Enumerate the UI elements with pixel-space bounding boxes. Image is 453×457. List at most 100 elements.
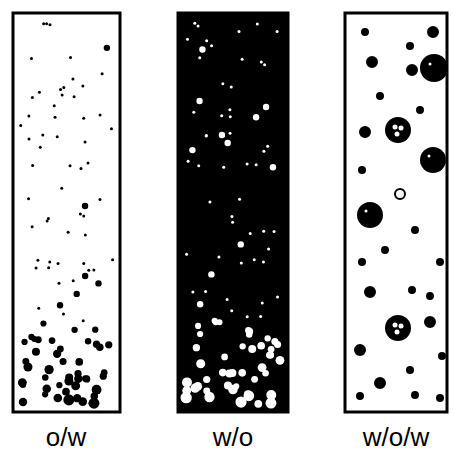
water-droplet <box>238 30 241 33</box>
oil-droplet <box>53 104 56 107</box>
oil-droplet <box>37 307 40 310</box>
water-droplet <box>259 315 262 318</box>
droplet <box>412 392 418 398</box>
water-droplet <box>238 241 244 247</box>
oil-droplet <box>32 348 40 356</box>
oil-droplet <box>69 164 72 167</box>
water-droplet <box>229 132 232 135</box>
oil-droplet <box>79 212 82 215</box>
droplet <box>428 27 438 37</box>
droplet <box>357 393 363 399</box>
water-droplet <box>225 370 233 378</box>
droplet <box>377 93 383 99</box>
oil-in-water-panel <box>13 13 120 412</box>
oil-droplet <box>21 339 27 345</box>
water-droplet <box>220 114 223 117</box>
droplet <box>359 259 365 265</box>
oil-droplet <box>38 91 41 94</box>
droplet <box>437 395 443 401</box>
oil-droplet <box>101 369 108 376</box>
water-droplet <box>239 343 245 349</box>
droplet <box>395 189 405 199</box>
water-droplet <box>199 46 205 52</box>
water-droplet <box>246 328 253 335</box>
oil-droplet <box>92 268 95 271</box>
oil-droplet <box>87 269 90 272</box>
water-in-oil-panel <box>178 13 288 412</box>
oil-droplet <box>73 291 79 297</box>
oil-droplet <box>47 266 50 269</box>
water-droplet <box>198 56 201 59</box>
water-droplet <box>204 392 214 402</box>
water-droplet <box>197 331 203 337</box>
inner-water-droplet <box>393 125 398 130</box>
oil-droplet <box>72 279 75 282</box>
oil-droplet <box>47 217 50 220</box>
oil-droplet <box>53 350 61 358</box>
oil-droplet <box>104 45 110 51</box>
oil-droplet <box>87 162 90 165</box>
oil-droplet <box>73 95 76 98</box>
oil-droplet <box>31 164 34 167</box>
droplet <box>417 107 423 113</box>
water-droplet <box>241 58 244 61</box>
oil-droplet <box>44 365 53 374</box>
water-droplet <box>197 24 200 27</box>
water-droplet <box>219 132 225 138</box>
oil-droplet <box>27 115 30 118</box>
oil-droplet <box>57 302 63 308</box>
oil-droplet <box>30 57 33 60</box>
oil-droplet <box>82 262 85 265</box>
oil-droplet <box>89 398 100 409</box>
water-droplet <box>251 376 258 383</box>
water-droplet <box>249 232 252 235</box>
oil-droplet <box>60 187 63 190</box>
oil-droplet <box>48 261 51 264</box>
water-droplet <box>276 296 279 299</box>
droplet <box>355 345 365 355</box>
water-droplet <box>187 160 190 163</box>
oil-droplet <box>19 124 22 127</box>
inner-water-droplet <box>399 324 404 329</box>
water-droplet <box>267 248 270 251</box>
water-droplet <box>263 63 266 66</box>
oil-droplet <box>56 135 59 138</box>
oil-droplet <box>39 146 42 149</box>
water-droplet <box>248 345 256 353</box>
oil-globule <box>357 202 383 228</box>
oil-droplet <box>42 391 48 397</box>
water-droplet <box>217 255 220 258</box>
water-droplet <box>219 369 227 377</box>
oil-droplet <box>54 394 63 403</box>
oil-droplet <box>101 72 104 75</box>
oil-globule <box>385 315 411 341</box>
water-droplet <box>246 163 249 166</box>
water-droplet <box>197 301 203 307</box>
oil-droplet <box>18 378 27 387</box>
water-droplet <box>186 38 189 41</box>
water-droplet <box>222 166 225 169</box>
water-droplet <box>244 390 252 398</box>
inner-water-droplet <box>399 126 404 131</box>
oil-droplet <box>82 203 88 209</box>
inner-water-droplet <box>428 155 431 158</box>
water-droplet <box>230 309 233 312</box>
water-droplet <box>257 342 265 350</box>
water-droplet <box>244 391 255 402</box>
water-droplet <box>255 163 258 166</box>
oil-droplet <box>59 88 62 91</box>
water-droplet <box>262 230 265 233</box>
water-droplet <box>180 392 191 403</box>
oil-droplet <box>110 127 113 130</box>
water-droplet <box>273 230 276 233</box>
oil-droplet <box>82 319 85 322</box>
water-droplet <box>193 22 196 25</box>
oil-droplet <box>83 375 90 382</box>
water-droplet <box>262 150 265 153</box>
oil-droplets <box>18 22 114 409</box>
water-droplet <box>266 145 269 148</box>
water-droplet <box>254 400 262 408</box>
oil-droplet <box>46 220 49 223</box>
water-droplet <box>238 198 241 201</box>
oil-droplet <box>57 262 60 265</box>
